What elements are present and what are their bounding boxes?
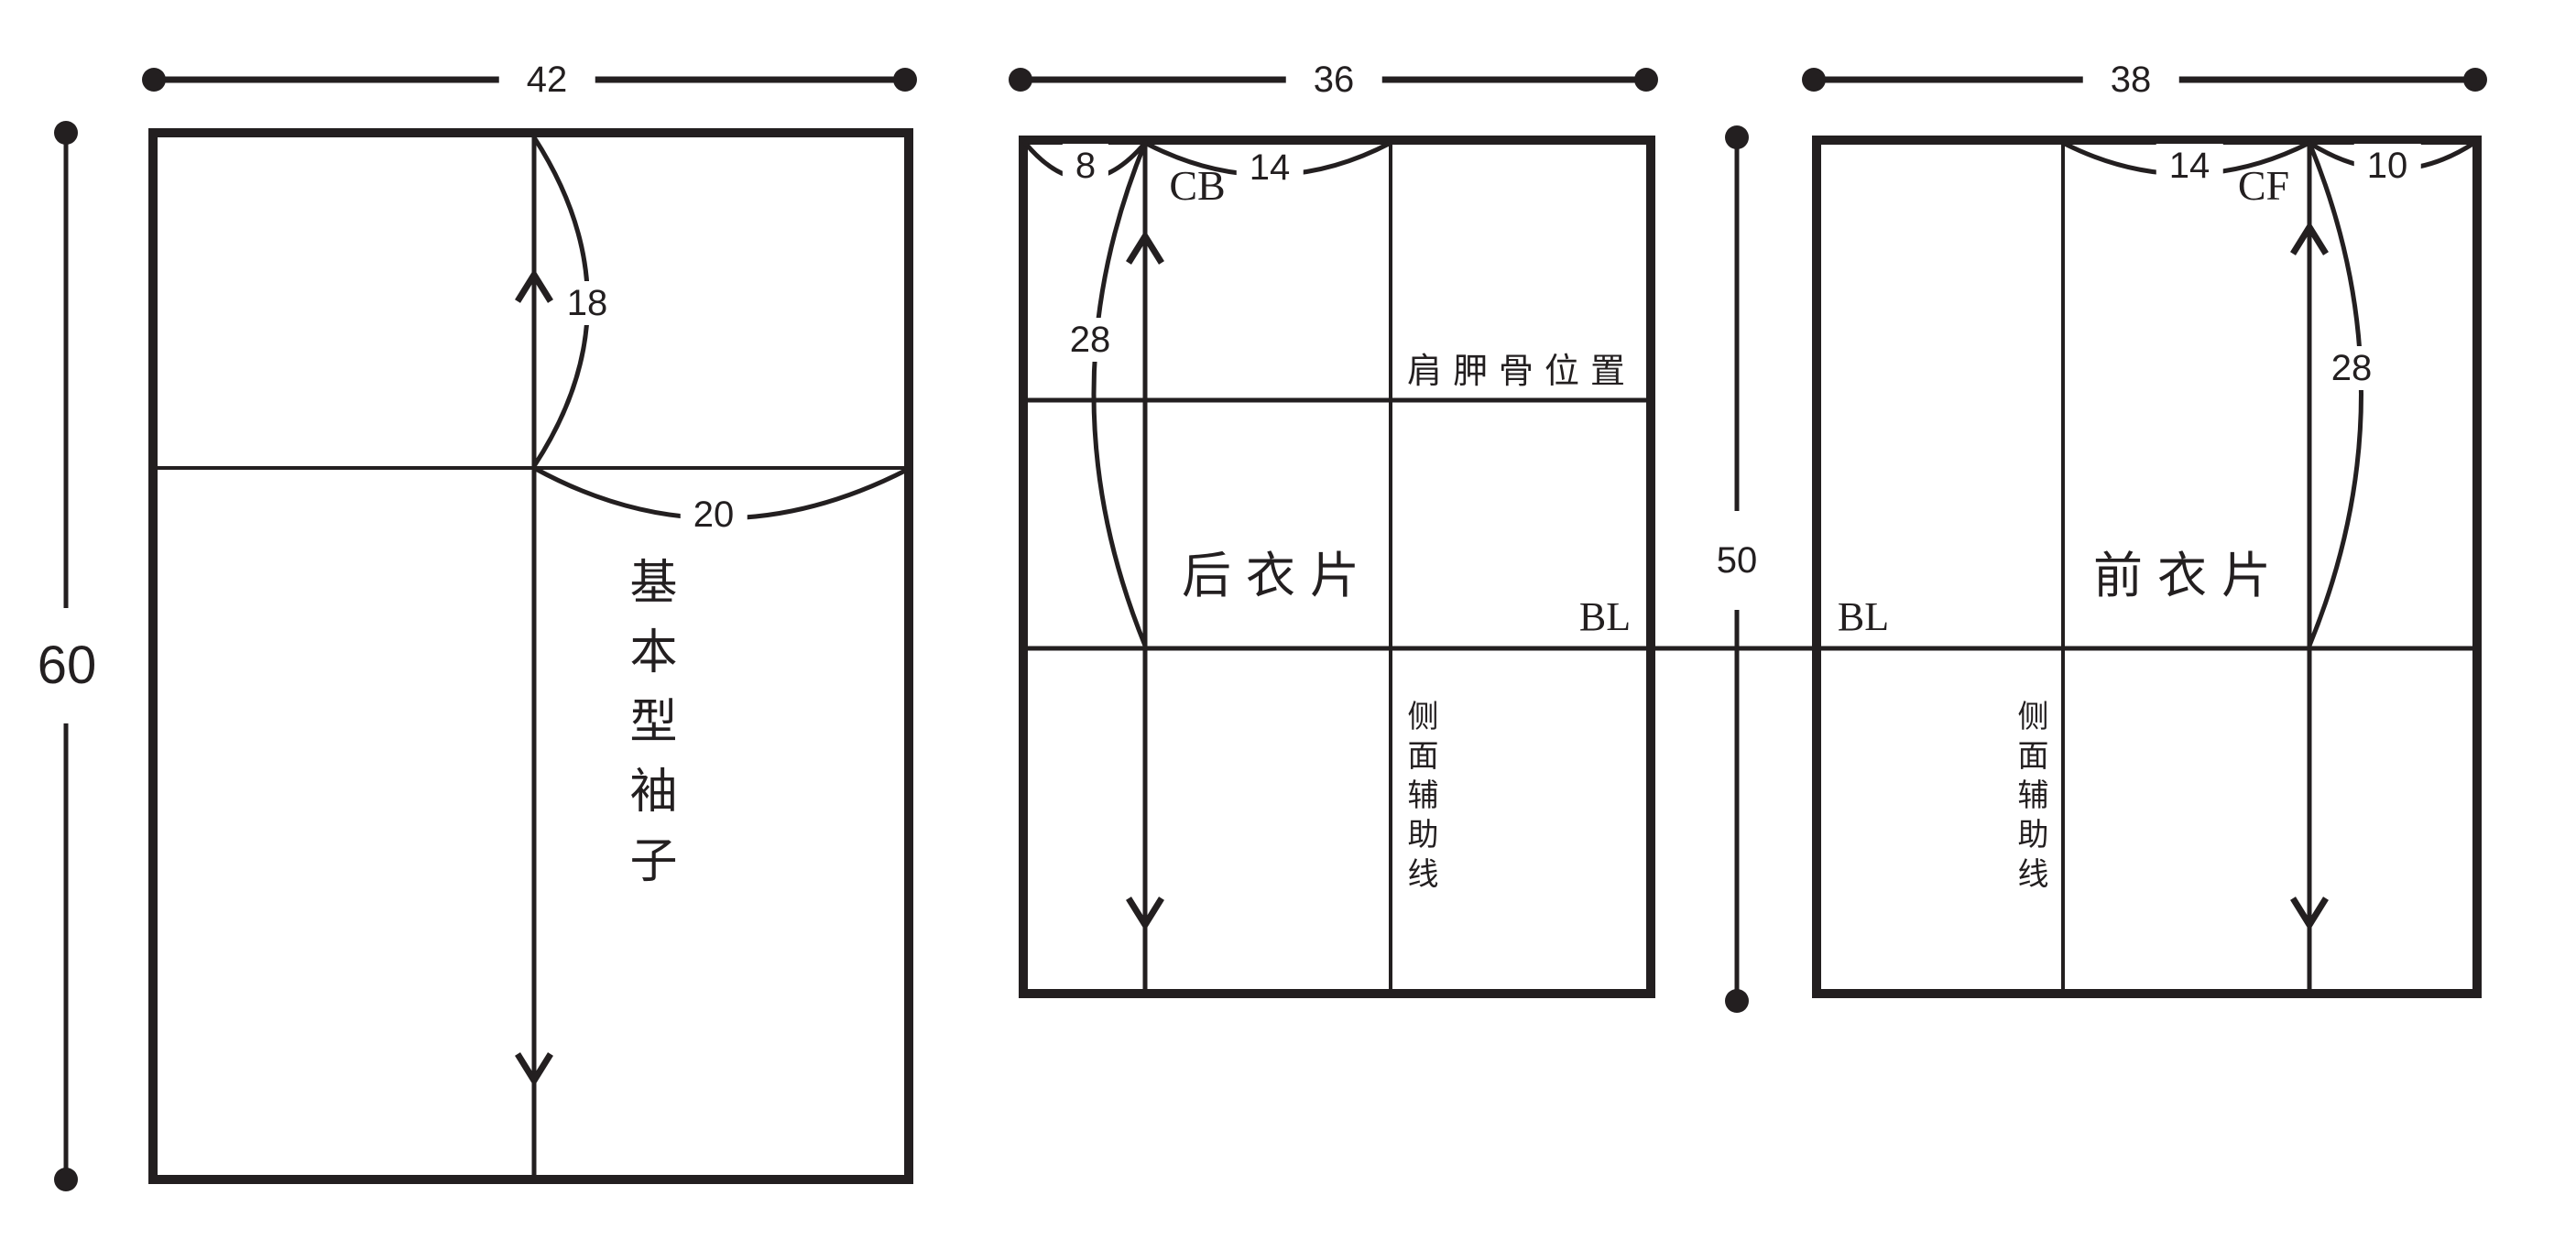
front-bodice-title: 前衣片 — [2093, 549, 2286, 603]
front-neck-label: 10 — [2353, 144, 2421, 188]
sleeve-outline — [148, 128, 913, 1184]
dim-end-dot — [54, 1168, 78, 1191]
body-length-dim-label: 50 — [1707, 511, 1767, 610]
center-back-label: CB — [1169, 162, 1226, 209]
back-neck-label: 8 — [1062, 144, 1109, 188]
front-down-arrowhead — [2290, 897, 2329, 931]
back-width-dim-label: 36 — [1285, 58, 1382, 102]
front-armhole-depth-arc — [2307, 140, 2363, 648]
front-up-arrowhead — [2290, 221, 2329, 255]
front-bust-line-label: BL — [1837, 594, 1890, 639]
back-bust-line-label: BL — [1578, 594, 1632, 639]
dim-end-dot — [1634, 68, 1658, 92]
front-side-aux-label: 侧面辅助线 — [2013, 700, 2047, 897]
sleeve-cap-width-label: 20 — [680, 493, 748, 537]
back-armhole-depth-arc — [1091, 140, 1148, 648]
dim-end-dot — [142, 68, 166, 92]
front-bodice-outline — [1812, 136, 2482, 998]
sleeve-height-dim-label: 60 — [29, 608, 104, 723]
back-down-arrowhead — [1126, 897, 1164, 931]
dim-end-dot — [1802, 68, 1826, 92]
back-up-arrowhead — [1126, 230, 1164, 265]
dim-end-dot — [1009, 68, 1032, 92]
dim-end-dot — [2463, 68, 2487, 92]
back-bodice-title: 后衣片 — [1182, 549, 1374, 603]
dim-end-dot — [54, 121, 78, 145]
center-front-label: CF — [2237, 162, 2290, 209]
back-bodice-outline — [1019, 136, 1655, 998]
dim-end-dot — [893, 68, 917, 92]
front-width-dim-label: 38 — [2082, 58, 2179, 102]
sleeve-title: 基本型袖子 — [622, 557, 674, 905]
back-shoulder-label: 14 — [1236, 146, 1304, 190]
dim-end-dot — [1725, 125, 1749, 149]
shoulder-blade-label: 肩胛骨位置 — [1406, 353, 1636, 391]
back-side-aux-label: 侧面辅助线 — [1403, 700, 1436, 897]
sleeve-cap-height-label: 18 — [553, 281, 621, 325]
sleeve-up-arrowhead — [515, 268, 553, 303]
sleeve-width-dim-label: 42 — [498, 58, 595, 102]
back-armhole-depth-label: 28 — [1056, 318, 1124, 362]
dim-end-dot — [1725, 989, 1749, 1013]
front-armhole-depth-label: 28 — [2318, 346, 2385, 390]
sleeve-down-arrowhead — [515, 1052, 553, 1087]
front-shoulder-label: 14 — [2156, 144, 2223, 188]
